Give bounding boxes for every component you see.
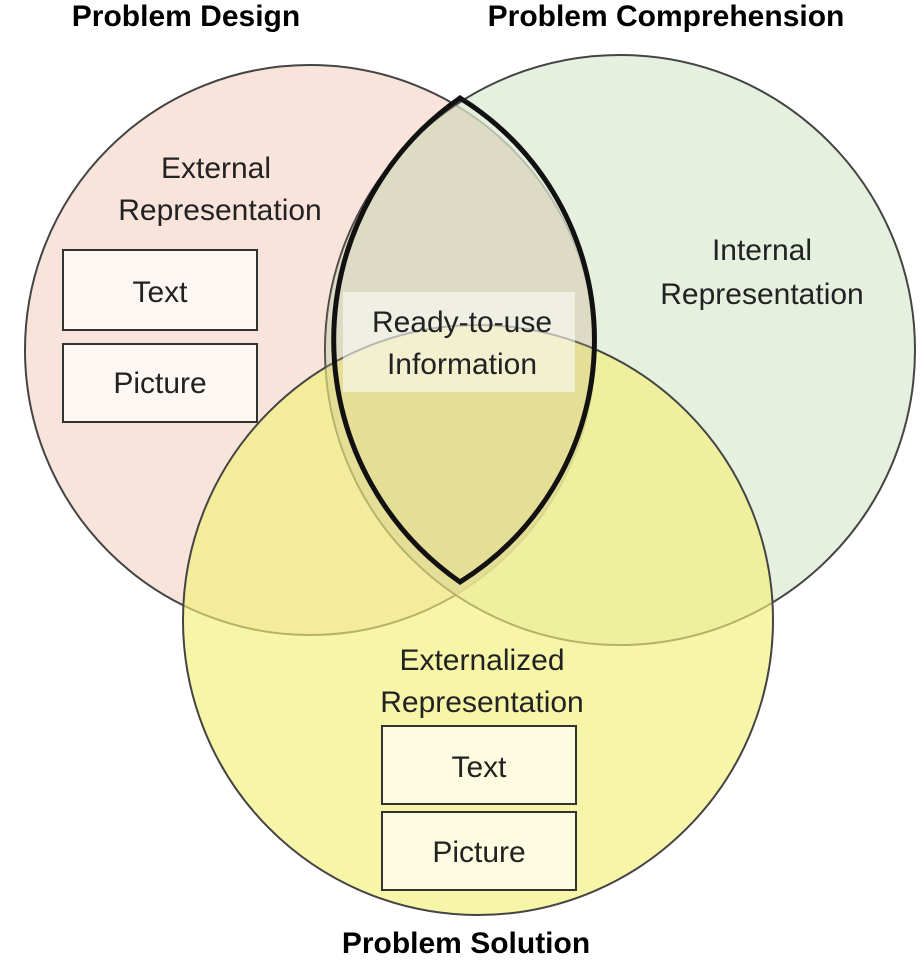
external-picture-box	[62, 343, 258, 423]
title-problem-solution: Problem Solution	[342, 927, 590, 960]
externalized-heading-line1: Externalized	[399, 644, 564, 677]
external-text-label: Text	[132, 276, 188, 309]
external-text-box	[62, 249, 258, 331]
internal-heading-line1: Internal	[712, 234, 812, 267]
externalized-text-label: Text	[451, 751, 507, 784]
internal-heading-line2: Representation	[660, 278, 863, 311]
center-label-background	[343, 292, 575, 392]
external-picture-label: Picture	[113, 367, 206, 400]
center-line1: Ready-to-use	[372, 306, 552, 339]
title-problem-comprehension: Problem Comprehension	[488, 0, 845, 33]
ready-to-use-lens	[331, 95, 597, 585]
external-heading-line1: External	[161, 152, 271, 185]
externalized-picture-label: Picture	[432, 836, 525, 869]
externalized-picture-box	[381, 811, 577, 891]
center-line2: Information	[387, 348, 537, 381]
externalized-text-box	[381, 725, 577, 805]
title-problem-design: Problem Design	[72, 0, 300, 33]
external-heading-line2: Representation	[118, 194, 321, 227]
externalized-heading-line2: Representation	[380, 686, 583, 719]
